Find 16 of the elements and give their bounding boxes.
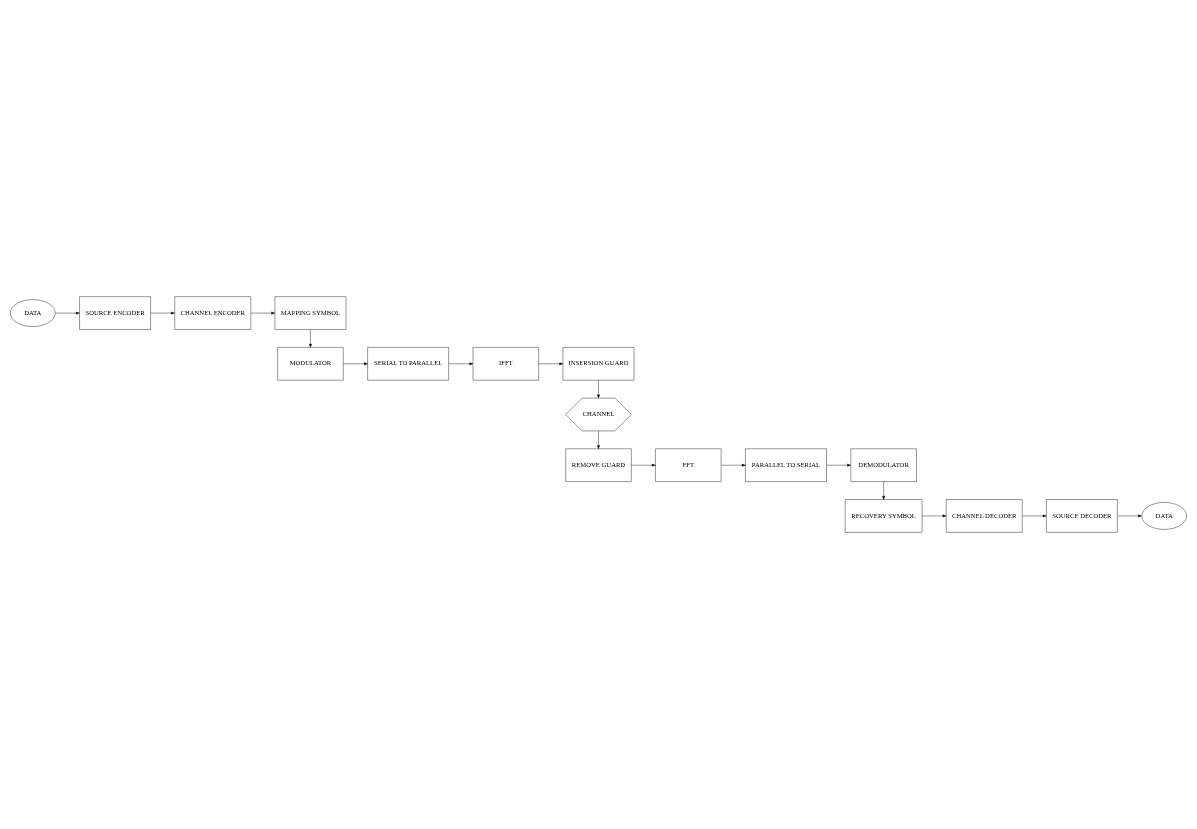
arrow bbox=[597, 380, 600, 399]
arrow bbox=[921, 514, 947, 518]
arrow bbox=[343, 362, 368, 366]
arrow bbox=[250, 311, 276, 315]
arrow bbox=[882, 481, 885, 500]
arrow bbox=[1022, 514, 1047, 518]
arrow bbox=[721, 463, 746, 467]
arrow bbox=[150, 311, 175, 315]
arrow bbox=[55, 311, 80, 315]
arrow bbox=[826, 463, 851, 467]
arrow bbox=[597, 430, 600, 449]
arrow bbox=[309, 329, 312, 348]
arrow bbox=[1117, 514, 1142, 518]
arrow bbox=[538, 362, 564, 366]
arrow bbox=[448, 362, 474, 366]
arrow bbox=[631, 463, 656, 467]
